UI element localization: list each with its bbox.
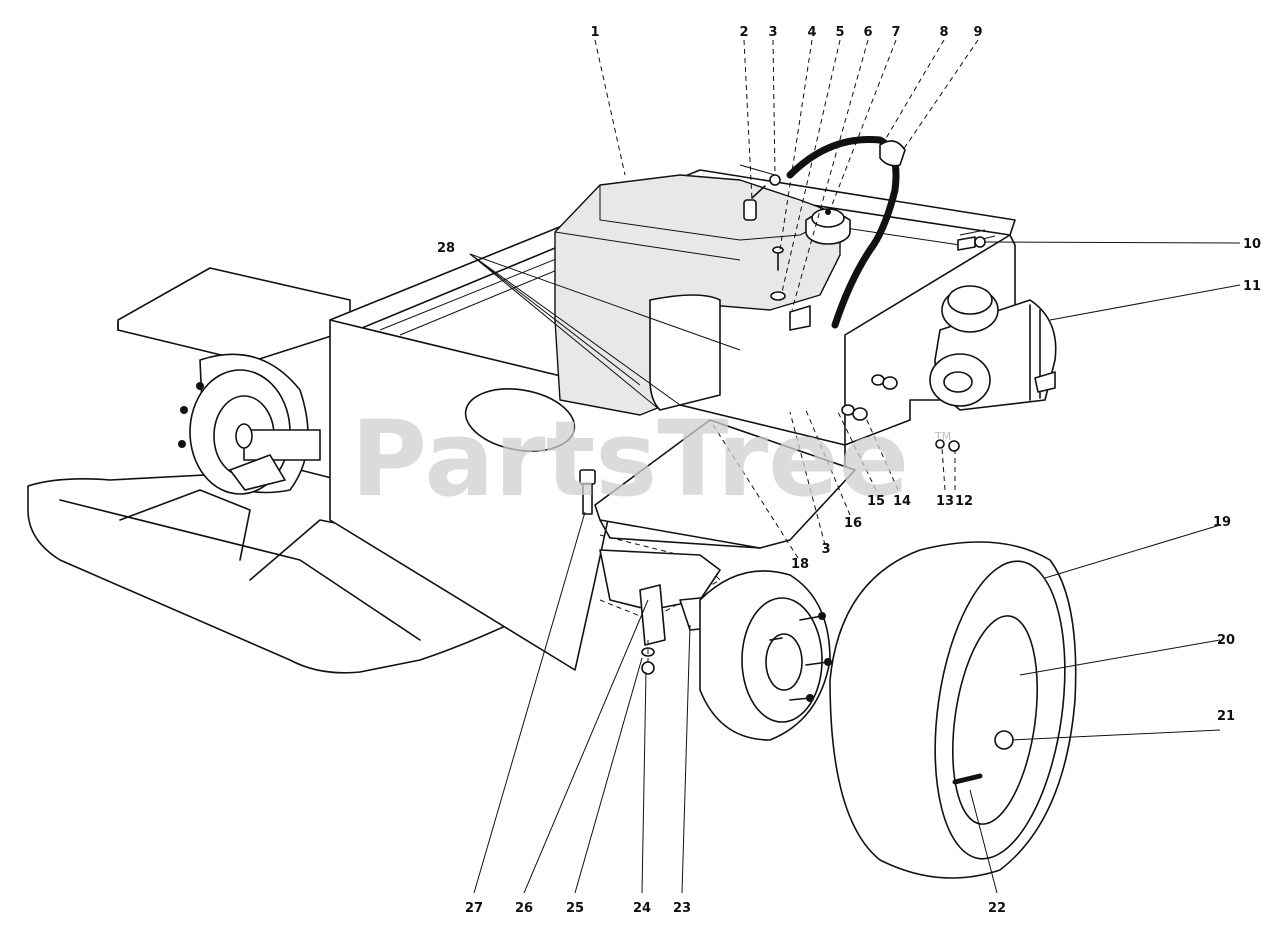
fuel-line-hose [786, 135, 906, 329]
fuel-cap [805, 208, 851, 245]
callout-26: 26 [515, 901, 533, 916]
callout-13: 13 [936, 494, 954, 509]
front-tire [829, 541, 1077, 879]
air-cleaner-assembly [929, 285, 1057, 411]
left-wheel-hub [178, 353, 321, 495]
callout-7: 7 [891, 25, 900, 40]
watermark-text: PartsTree [351, 398, 909, 520]
callout-11: 11 [1243, 279, 1261, 294]
callout-18: 18 [791, 557, 809, 572]
callout-22: 22 [988, 901, 1006, 916]
callout-27: 27 [465, 901, 483, 916]
long-bolt [579, 469, 596, 515]
front-wheel-hub [699, 570, 832, 741]
left-foot-platform [117, 267, 351, 363]
callout-15: 15 [867, 494, 885, 509]
watermark: PartsTree TM [351, 398, 951, 520]
callout-4: 4 [807, 25, 816, 40]
callout-1: 1 [590, 25, 599, 40]
callout-10: 10 [1243, 237, 1261, 252]
callout-9: 9 [973, 25, 982, 40]
callout-labels: 1 2 3 4 5 6 7 8 9 10 11 12 13 14 15 16 3… [437, 25, 1261, 916]
callout-25: 25 [566, 901, 584, 916]
callout-19: 19 [1213, 515, 1231, 530]
callout-28: 28 [437, 241, 455, 256]
callout-16: 16 [844, 516, 862, 531]
callout-2: 2 [739, 25, 748, 40]
callout-20: 20 [1217, 633, 1235, 648]
fuel-tank [554, 174, 841, 416]
callout-6: 6 [863, 25, 872, 40]
callout-14: 14 [893, 494, 911, 509]
callout-3: 3 [768, 25, 777, 40]
callout-21: 21 [1217, 709, 1235, 724]
hardware-right [841, 236, 986, 452]
callout-3-lower: 3 [821, 542, 830, 557]
callout-23: 23 [673, 901, 691, 916]
callout-8: 8 [939, 25, 948, 40]
callout-24: 24 [633, 901, 651, 916]
callout-5: 5 [835, 25, 844, 40]
watermark-trademark: TM [934, 430, 951, 443]
callout-12: 12 [955, 494, 973, 509]
leader-lines [469, 39, 1241, 894]
